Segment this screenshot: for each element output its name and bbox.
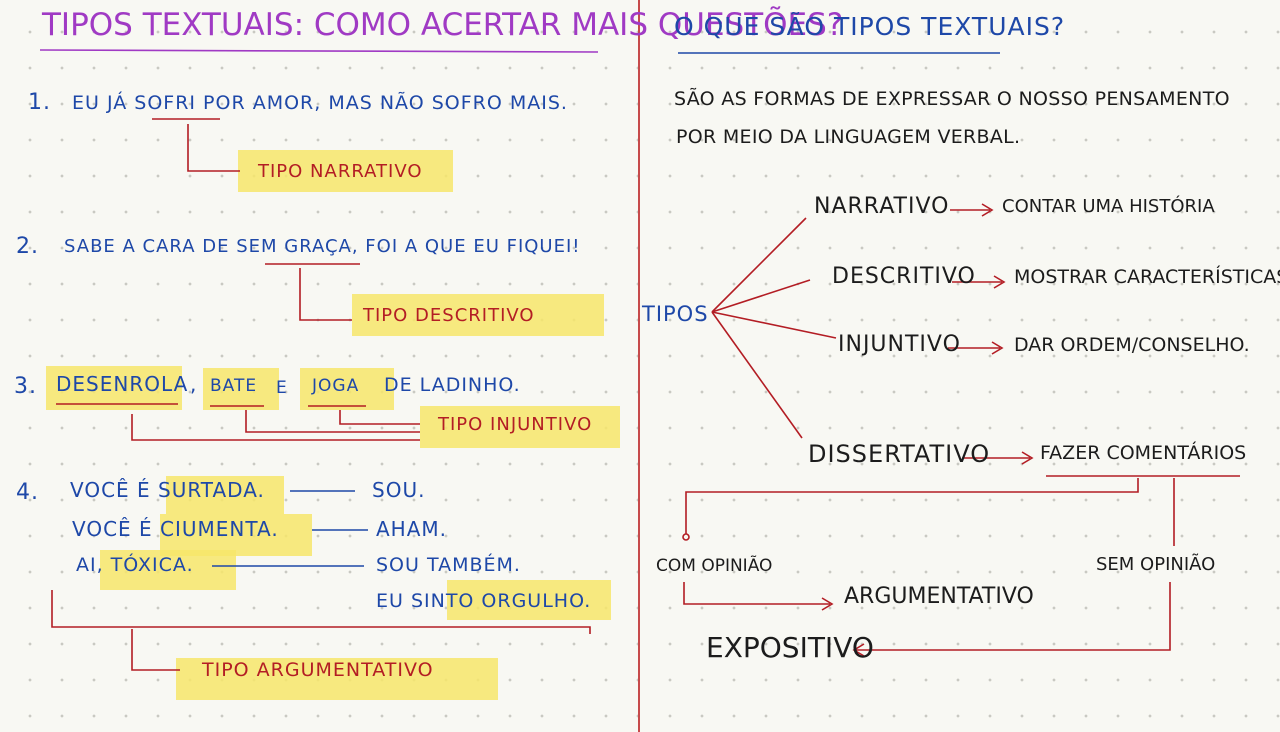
definition-line-1: SÃO AS FORMAS DE EXPRESSAR O NOSSO PENSA…: [674, 88, 1230, 110]
type-injuntivo-desc: DAR ORDEM/CONSELHO.: [1014, 334, 1250, 356]
example-3-e: E: [276, 378, 288, 398]
example-3-number: 3.: [14, 374, 37, 399]
example-4-question-1: VOCÊ É SURTADA.: [70, 478, 265, 502]
example-2-text: SABE A CARA DE SEM GRAÇA, FOI A QUE EU F…: [64, 236, 581, 257]
example-1-text: EU JÁ SOFRI POR AMOR, MAS NÃO SOFRO MAIS…: [72, 92, 568, 114]
definition-line-2: POR MEIO DA LINGUAGEM VERBAL.: [676, 126, 1021, 148]
example-4-label: TIPO ARGUMENTATIVO: [202, 659, 434, 681]
example-3-rest: DE LADINHO.: [384, 374, 521, 396]
example-4-answer-4: EU SINTO ORGULHO.: [376, 590, 592, 612]
example-4-question-3: AI, TÓXICA.: [76, 554, 194, 576]
type-dissertativo: DISSERTATIVO: [808, 440, 991, 468]
page-divider: [638, 0, 640, 732]
highlight-surtada: [166, 476, 284, 514]
right-page-title: O QUE SÃO TIPOS TEXTUAIS?: [674, 12, 1066, 41]
example-4-question-2: VOCÊ É CIUMENTA.: [72, 517, 279, 541]
example-4-number: 4.: [16, 480, 39, 505]
example-3-bate: BATE: [210, 376, 258, 396]
example-3-joga: JOGA: [312, 376, 360, 396]
tipos-label: TIPOS: [642, 302, 709, 326]
example-4-answer-3: SOU TAMBÉM.: [376, 554, 521, 576]
type-descritivo: DESCRITIVO: [832, 264, 976, 289]
example-2-label: TIPO DESCRITIVO: [363, 305, 535, 326]
highlight-narrativo: [238, 150, 453, 192]
example-4-answer-2: AHAM.: [376, 517, 448, 541]
type-dissertativo-desc: FAZER COMENTÁRIOS: [1040, 442, 1247, 464]
highlight-orgulho: [447, 580, 611, 620]
type-narrativo: NARRATIVO: [814, 194, 950, 219]
example-1-number: 1.: [28, 90, 51, 115]
type-narrativo-desc: CONTAR UMA HISTÓRIA: [1002, 196, 1215, 217]
example-1-label: TIPO NARRATIVO: [258, 161, 423, 182]
example-3-label: TIPO INJUNTIVO: [438, 414, 593, 435]
example-4-answer-1: SOU.: [372, 478, 426, 502]
type-descritivo-desc: MOSTRAR CARACTERÍSTICAS: [1014, 266, 1280, 288]
highlight-argumentativo: [176, 658, 498, 700]
example-3-comma: ,: [190, 372, 198, 396]
example-3-desenrola: DESENROLA: [56, 372, 189, 396]
highlight-desenrola: [46, 366, 182, 410]
highlight-joga: [300, 368, 394, 410]
sem-opiniao-label: SEM OPINIÃO: [1096, 554, 1216, 575]
type-injuntivo: INJUNTIVO: [838, 332, 961, 357]
highlight-toxica: [100, 550, 236, 590]
highlight-injuntivo: [420, 406, 620, 448]
highlight-descritivo: [352, 294, 604, 336]
left-page-title: TIPOS TEXTUAIS: COMO ACERTAR MAIS QUESTÕ…: [42, 7, 844, 43]
highlight-bate: [203, 368, 279, 410]
example-2-number: 2.: [16, 234, 39, 259]
highlight-ciumenta: [160, 514, 312, 556]
type-expositivo: EXPOSITIVO: [706, 631, 874, 664]
type-argumentativo: ARGUMENTATIVO: [844, 584, 1034, 609]
com-opiniao-label: COM OPINIÃO: [656, 556, 773, 576]
